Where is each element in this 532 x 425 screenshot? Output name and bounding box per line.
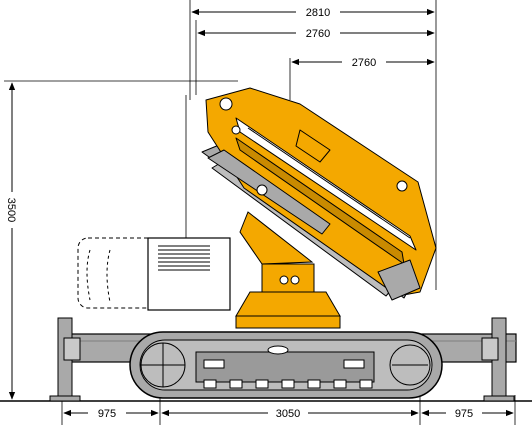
crawler-track [129, 331, 443, 399]
crane-turret [235, 211, 341, 329]
dimension-labels: 2810 2760 2760 3500 975 3050 975 [4, 4, 482, 420]
dim-label-2760-top: 2760 [306, 28, 330, 40]
engine-pack [77, 237, 231, 311]
dim-label-3050: 3050 [276, 408, 300, 420]
lift-cylinder [207, 149, 331, 235]
crane-boom [201, 87, 437, 301]
extension-lines [4, 0, 516, 425]
radiator-grille [158, 245, 210, 271]
dim-label-2760-inner: 2760 [352, 57, 376, 69]
boom-head [377, 259, 421, 301]
dim-label-3500: 3500 [5, 198, 17, 222]
dim-label-2810: 2810 [306, 7, 330, 19]
dim-label-975-right: 975 [455, 408, 473, 420]
track-rollers [203, 379, 373, 389]
dim-label-975-left: 975 [98, 408, 116, 420]
